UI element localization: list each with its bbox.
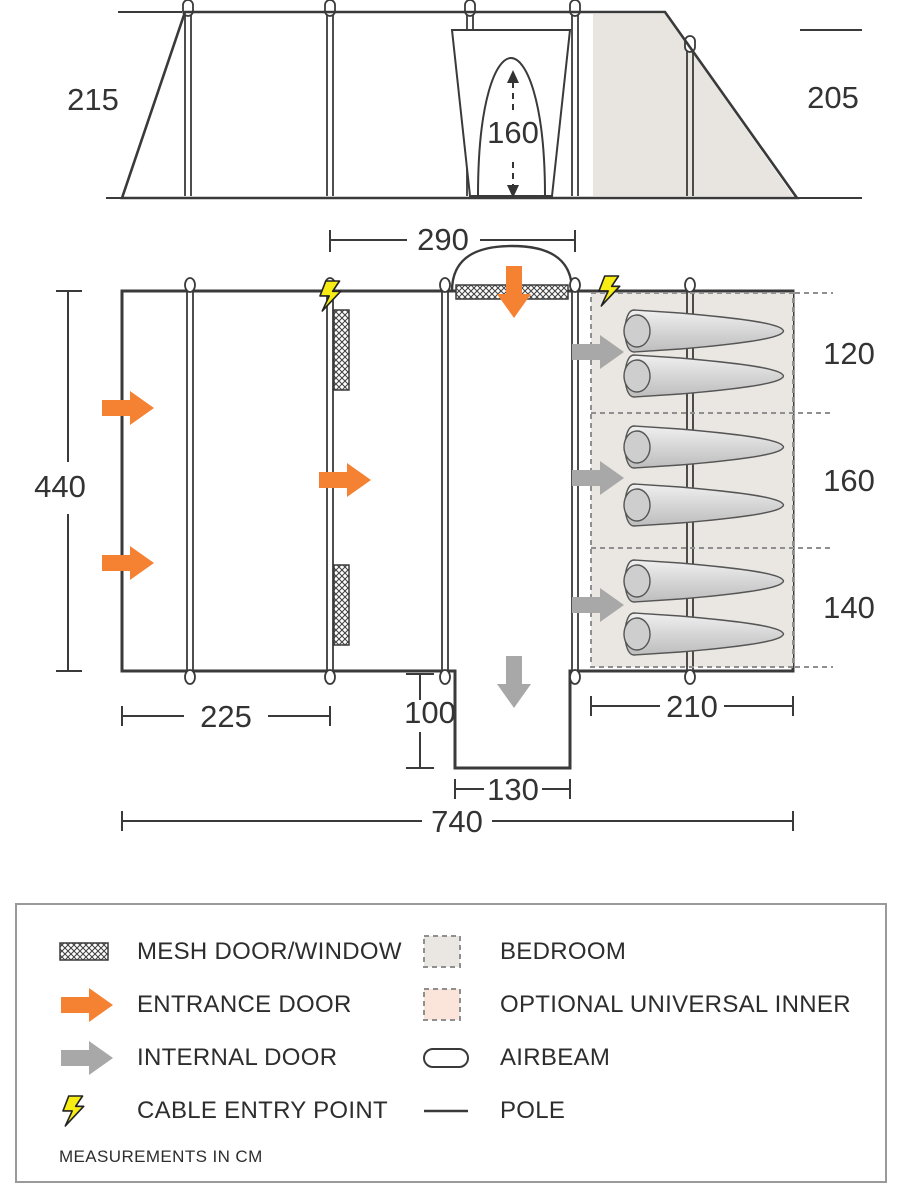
diagram-canvas: 160 215 205 (34, 0, 875, 839)
legend-item-inner: OPTIONAL UNIVERSAL INNER (422, 978, 885, 1031)
pole-caps (182, 0, 696, 53)
legend-item-pole: POLE (422, 1084, 885, 1137)
floorplan-view: 290 440 225 100 130 210 740 120 160 140 (34, 222, 875, 839)
legend-label: CABLE ENTRY POINT (137, 1096, 388, 1124)
airbeam-ends (184, 277, 696, 685)
mesh-icon (59, 941, 137, 962)
living-width-label: 225 (200, 699, 252, 734)
legend-item-bedroom: BEDROOM (422, 925, 885, 978)
total-width-label: 740 (431, 804, 483, 839)
bedroom2-width-label: 160 (823, 463, 875, 498)
legend-column-right: BEDROOM OPTIONAL UNIVERSAL INNER AIRBEAM… (422, 925, 885, 1137)
measurements-note: MEASUREMENTS IN CM (59, 1147, 263, 1166)
bedroom-depth-label: 210 (666, 689, 718, 724)
height-right-label: 205 (807, 80, 859, 115)
legend-column-left: MESH DOOR/WINDOW ENTRANCE DOOR INTERNAL … (59, 925, 422, 1137)
bedroom-area (591, 293, 793, 667)
legend-item-mesh: MESH DOOR/WINDOW (59, 925, 422, 978)
entrance-arrow-icon (59, 987, 137, 1023)
door-height-arrow (507, 70, 519, 198)
legend-box: MESH DOOR/WINDOW ENTRANCE DOOR INTERNAL … (15, 903, 887, 1183)
elevation-door: 160 (450, 29, 572, 198)
elevation-view: 160 215 205 (67, 0, 862, 200)
height-left-label: 215 (67, 82, 119, 117)
legend-item-internal: INTERNAL DOOR (59, 1031, 422, 1084)
legend-label: MESH DOOR/WINDOW (137, 937, 402, 965)
plan-dim-lines (56, 230, 794, 831)
legend-label: INTERNAL DOOR (137, 1043, 338, 1071)
legend-label: POLE (500, 1096, 566, 1124)
legend-item-airbeam: AIRBEAM (422, 1031, 885, 1084)
bedroom-dividers (591, 292, 833, 668)
bedroom1-width-label: 120 (823, 336, 875, 371)
bedroom-swatch (422, 934, 500, 970)
legend-item-entrance: ENTRANCE DOOR (59, 978, 422, 1031)
internal-arrow-icon (59, 1040, 137, 1076)
legend-label: OPTIONAL UNIVERSAL INNER (500, 990, 851, 1018)
bedroom3-width-label: 140 (823, 590, 875, 625)
legend-item-cable: CABLE ENTRY POINT (59, 1084, 422, 1137)
legend-label: BEDROOM (500, 937, 627, 965)
pole-icon (422, 1106, 500, 1116)
legend-label: ENTRANCE DOOR (137, 990, 352, 1018)
elevation-dim-ticks (106, 11, 862, 199)
inner-swatch (422, 987, 500, 1023)
front-section-label: 290 (417, 222, 469, 257)
airbeam-icon (422, 1046, 500, 1070)
mesh-window-top (333, 309, 350, 391)
tent-outline (120, 10, 800, 200)
legend-label: AIRBEAM (500, 1043, 611, 1071)
door-height-label: 160 (487, 115, 539, 150)
porch-width-label: 130 (487, 772, 539, 807)
depth-label: 440 (34, 469, 86, 504)
lightning-icon (59, 1093, 137, 1129)
mesh-window-bottom (333, 564, 350, 646)
porch-depth-label: 100 (404, 695, 456, 730)
